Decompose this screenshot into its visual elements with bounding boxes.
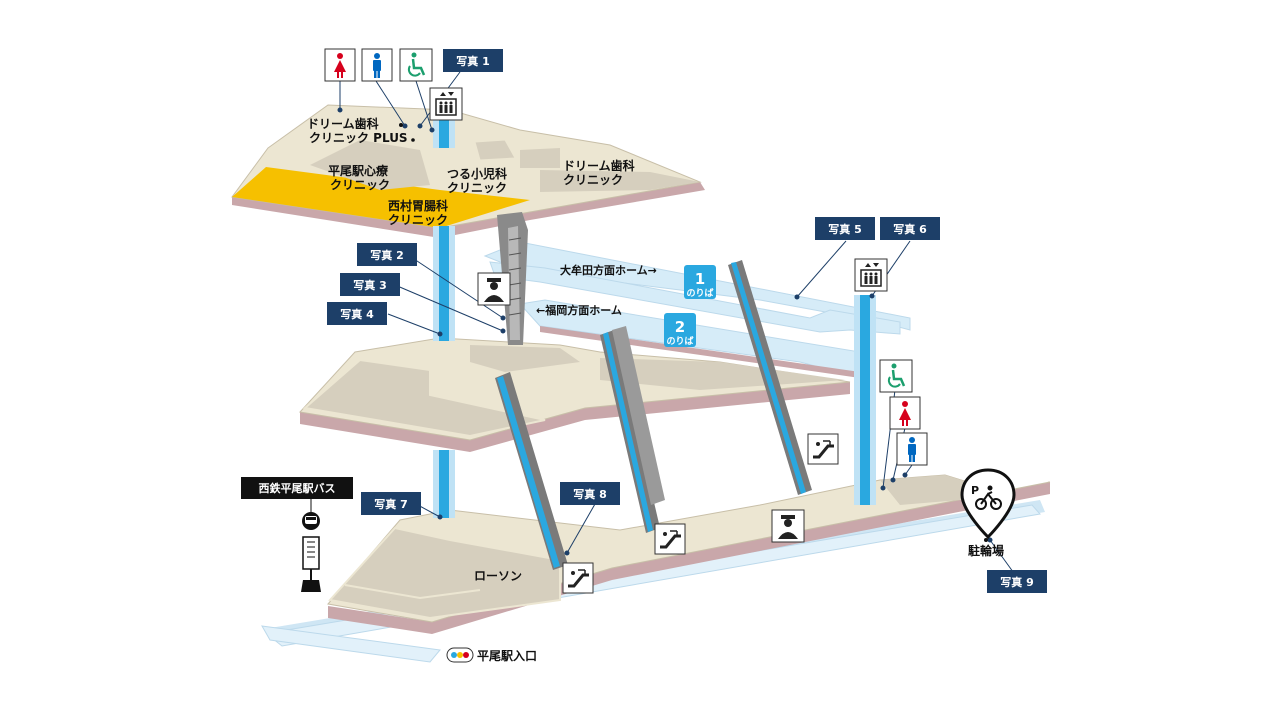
photo-tag-8-label: 写真 8 (573, 487, 606, 501)
photo-tag-4[interactable]: 写真 4 (327, 302, 387, 325)
nishimura-clinic-area (232, 167, 530, 228)
elevator-shaft-west-core (439, 226, 449, 341)
top-floor-room-2 (520, 148, 560, 168)
label-hirao-shinryo-1: 平尾駅心療 (328, 163, 388, 178)
label-hirao-shinryo-2: クリニック (330, 178, 390, 192)
toilet-male-icon (361, 48, 393, 82)
photo-tag-4-label: 写真 4 (340, 307, 374, 321)
photo-tag-2[interactable]: 写真 2 (357, 243, 417, 266)
escalator-icon-3 (562, 562, 594, 594)
stairs-top-steps (508, 237, 522, 316)
ground-floor-edge (328, 482, 1050, 634)
elevator-shaft-west-upper-core (439, 118, 449, 148)
escalator-icon-1 (807, 433, 839, 465)
toilet-female-icon-east (889, 396, 921, 430)
label-nishimura-2: クリニック (388, 213, 448, 227)
platform-1-number: 1 (695, 270, 705, 288)
photo-tag-2-label: 写真 2 (370, 248, 403, 262)
photo-tag-6-label: 写真 6 (893, 222, 927, 236)
label-dream-plus-2: クリニック PLUS (309, 131, 408, 145)
escalator-center-rail (603, 332, 653, 532)
platform-2-badge: 2 のりば (664, 313, 696, 347)
stairs-mid (612, 326, 665, 505)
photo-tag-7[interactable]: 写真 7 (361, 492, 421, 515)
escalator-icon-2 (654, 523, 686, 555)
photo-tag-8[interactable]: 写真 8 (560, 482, 620, 505)
wheelchair-icon (399, 48, 433, 82)
top-floor-edge (232, 182, 705, 238)
platform-2-number: 2 (675, 318, 685, 336)
label-tsuru-2: クリニック (447, 181, 507, 195)
escalators (495, 260, 812, 570)
station-staff-icon-2 (771, 509, 805, 543)
photo-tag-9[interactable]: 写真 9 (987, 570, 1047, 593)
photo-tag-3[interactable]: 写真 3 (340, 273, 400, 296)
concourse-floor-edge (300, 382, 850, 452)
label-dream-2: クリニック (563, 173, 623, 187)
wheelchair-icon-east (879, 359, 913, 393)
concourse-block-center (470, 345, 580, 372)
photo-tag-6[interactable]: 写真 6 (880, 217, 940, 240)
label-omuta-platform: 大牟田方面ホーム→ (560, 263, 657, 277)
station-staff-icon (477, 272, 511, 306)
label-tsuru-1: つる小児科 (447, 166, 507, 181)
label-dream-1: ドリーム歯科 (563, 158, 635, 173)
label-lawson: ローソン (474, 569, 522, 583)
label-dots (399, 123, 988, 542)
elevator-icon-east (854, 258, 888, 292)
elevator-shaft-west-lower-core (439, 450, 449, 518)
photo-tag-9-label: 写真 9 (1000, 575, 1033, 589)
hirao-shinryo-area (310, 140, 430, 190)
concourse-block-west (302, 358, 546, 438)
concourse-block-east (600, 358, 845, 390)
photo-tag-5[interactable]: 写真 5 (815, 217, 875, 240)
photo-tag-5-label: 写真 5 (828, 222, 861, 236)
escalator-west-rail (497, 376, 560, 568)
top-floor-room (474, 139, 516, 161)
platform-1-label: のりば (686, 287, 713, 299)
toilet-female-icon (324, 48, 356, 82)
elevator-shaft-east-core (860, 295, 870, 505)
lawson-divider (344, 584, 481, 600)
label-entrance: 平尾駅入口 (477, 649, 537, 663)
photo-tag-3-label: 写真 3 (353, 278, 386, 292)
label-dream-plus-1: ドリーム歯科 (307, 116, 379, 131)
elevator-icon (429, 87, 463, 121)
bicycle-parking-pin-icon: P (960, 468, 1016, 540)
svg-text:P: P (971, 484, 979, 497)
bus-stop-icon (301, 512, 321, 592)
photo-tag-1[interactable]: 写真 1 (443, 49, 503, 72)
bus-stop-label: 西鉄平尾駅バス (259, 481, 336, 495)
label-parking: 駐輪場 (968, 543, 1004, 558)
label-fukuoka-platform: ←福岡方面ホーム (536, 303, 622, 317)
photo-tag-7-label: 写真 7 (374, 497, 407, 511)
toilet-male-icon-east (896, 432, 928, 466)
ground-walkway-lower (261, 625, 441, 663)
dream-clinic-area (540, 170, 700, 192)
platform-1-badge: 1 のりば (684, 265, 716, 299)
bus-stop-sign: 西鉄平尾駅バス (241, 477, 353, 592)
entrance-marker (446, 647, 474, 663)
photo-tag-1-label: 写真 1 (456, 54, 489, 68)
label-nishimura-1: 西村胃腸科 (388, 198, 448, 213)
platform-2-label: のりば (666, 335, 693, 347)
escalator-east-rail (731, 262, 806, 494)
